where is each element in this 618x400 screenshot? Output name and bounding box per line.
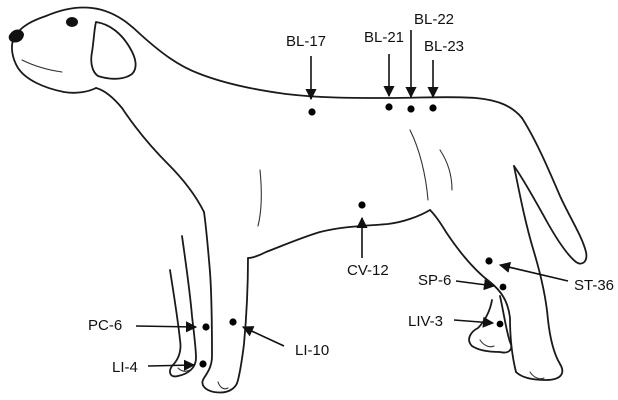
arrow-li10	[243, 327, 284, 346]
label-li10: LI-10	[295, 342, 329, 359]
dog-outline	[9, 7, 587, 392]
label-bl17: BL-17	[286, 33, 326, 50]
point-pc6: PC-6	[88, 317, 210, 334]
arrow-st36	[500, 265, 568, 281]
dot-st36	[485, 257, 492, 264]
point-liv3: LIV-3	[408, 313, 503, 330]
label-cv12: CV-12	[347, 262, 389, 279]
arrow-pc6	[136, 326, 196, 327]
label-sp6: SP-6	[418, 272, 451, 289]
arrow-li4	[148, 365, 194, 366]
dot-bl22	[407, 105, 414, 112]
arrow-liv3	[454, 320, 493, 323]
dot-bl21	[385, 103, 392, 110]
dot-bl23	[429, 104, 436, 111]
point-sp6: SP-6	[418, 272, 506, 290]
dot-li4	[199, 360, 206, 367]
label-st36: ST-36	[574, 277, 614, 294]
label-bl23: BL-23	[424, 38, 464, 55]
dot-liv3	[497, 321, 504, 328]
label-li4: LI-4	[112, 359, 138, 376]
label-bl22: BL-22	[414, 11, 454, 28]
dot-li10	[229, 318, 236, 325]
dot-cv12	[358, 201, 365, 208]
label-bl21: BL-21	[364, 29, 404, 46]
point-bl23: BL-23	[424, 38, 464, 112]
label-pc6: PC-6	[88, 317, 122, 334]
point-bl17: BL-17	[286, 33, 326, 116]
point-cv12: CV-12	[347, 201, 389, 279]
dot-sp6	[500, 284, 507, 291]
label-liv3: LIV-3	[408, 313, 443, 330]
dot-bl17	[308, 108, 315, 115]
dot-pc6	[202, 323, 209, 330]
